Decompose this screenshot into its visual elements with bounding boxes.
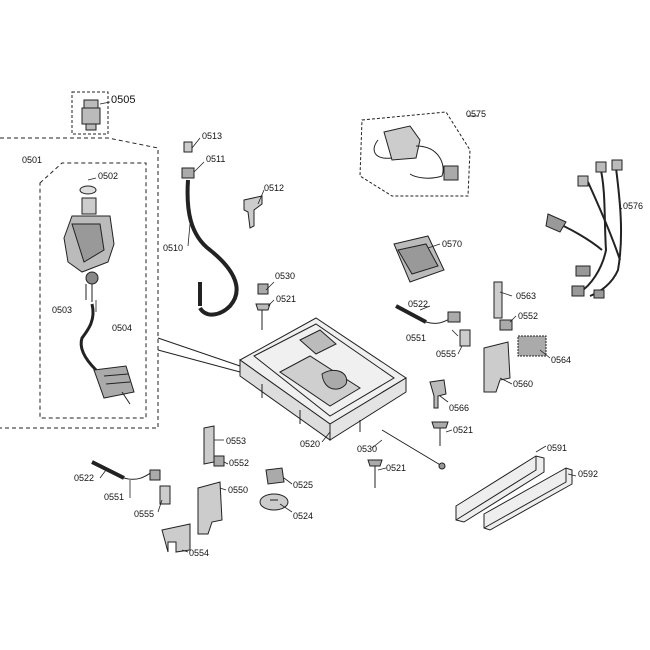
label-part-0551-right[interactable]: 0551 <box>406 333 427 343</box>
part-0502-inlet-valve[interactable] <box>63 185 115 302</box>
part-0504-hose[interactable] <box>79 303 135 405</box>
label-part-0566[interactable]: 0566 <box>449 403 470 413</box>
label-part-0576[interactable]: 0576 <box>623 201 644 211</box>
label-part-0501[interactable]: 0501 <box>22 155 43 165</box>
part-0524-disc[interactable] <box>259 493 289 511</box>
group-0501-outline <box>0 137 159 429</box>
part-0550-hinge-plate[interactable] <box>197 481 223 535</box>
group-0502-outline <box>39 162 147 419</box>
part-0552-clip-left[interactable] <box>213 455 225 467</box>
label-part-0511[interactable]: 0511 <box>206 154 226 164</box>
part-0576-wiring-harness[interactable] <box>545 159 623 299</box>
part-0525-clamp[interactable] <box>265 467 285 485</box>
part-0560-hinge-plate[interactable] <box>483 341 511 393</box>
label-part-0553[interactable]: 0553 <box>226 436 247 446</box>
label-part-0512[interactable]: 0512 <box>264 183 285 193</box>
part-0592-kickplate[interactable] <box>483 467 573 531</box>
label-part-0551-left[interactable]: 0551 <box>104 492 125 502</box>
label-part-0555-left[interactable]: 0555 <box>134 509 155 519</box>
label-part-0502[interactable]: 0502 <box>98 171 119 181</box>
label-part-0592[interactable]: 0592 <box>578 469 599 479</box>
leader-0501-to-base <box>157 337 241 373</box>
label-part-0554[interactable]: 0554 <box>189 548 210 558</box>
label-part-0591[interactable]: 0591 <box>547 443 568 453</box>
part-0512-bracket[interactable] <box>243 195 263 229</box>
label-part-0522-left[interactable]: 0522 <box>74 473 95 483</box>
part-0555-bracket-left[interactable] <box>159 485 171 505</box>
label-part-0525[interactable]: 0525 <box>293 480 314 490</box>
part-0521-screw-lower[interactable] <box>367 459 383 488</box>
label-part-0505[interactable]: 0505 <box>111 94 136 106</box>
part-0505-valve[interactable] <box>71 91 109 135</box>
part-0575-heater-assembly[interactable] <box>359 111 471 197</box>
label-part-0552-right[interactable]: 0552 <box>518 311 539 321</box>
label-part-0552-left[interactable]: 0552 <box>229 458 250 468</box>
part-0555-bracket[interactable] <box>459 329 471 347</box>
part-0520-base-tub[interactable] <box>239 317 407 441</box>
part-0563-hinge[interactable] <box>493 281 503 319</box>
label-part-0550[interactable]: 0550 <box>228 485 249 495</box>
part-0566-foot[interactable] <box>429 379 447 409</box>
label-part-0524[interactable]: 0524 <box>293 511 314 521</box>
label-part-0555-right[interactable]: 0555 <box>436 349 457 359</box>
part-0521-screw-right[interactable] <box>431 421 449 446</box>
part-0530-cap[interactable] <box>257 283 269 295</box>
part-0530-cable[interactable] <box>381 429 446 470</box>
label-part-0521-top[interactable]: 0521 <box>276 294 297 304</box>
label-part-0530-lower[interactable]: 0530 <box>357 444 378 454</box>
label-part-0510[interactable]: 0510 <box>163 243 184 253</box>
label-part-0521-right[interactable]: 0521 <box>453 425 474 435</box>
label-part-0503[interactable]: 0503 <box>52 305 73 315</box>
label-part-0513[interactable]: 0513 <box>202 131 223 141</box>
part-0522-heating-element-left[interactable] <box>91 460 161 481</box>
label-part-0564[interactable]: 0564 <box>551 355 572 365</box>
part-0521-screw[interactable] <box>255 303 271 330</box>
label-part-0563[interactable]: 0563 <box>516 291 537 301</box>
label-part-0530-top[interactable]: 0530 <box>275 271 296 281</box>
part-0553-hinge[interactable] <box>203 425 215 465</box>
part-0522-heating-element[interactable] <box>395 304 461 324</box>
label-part-0570[interactable]: 0570 <box>442 239 463 249</box>
part-0510-drain-hose[interactable] <box>181 141 239 317</box>
part-0564-spring[interactable] <box>517 335 547 357</box>
part-0554-bracket[interactable] <box>161 523 191 553</box>
label-part-0560[interactable]: 0560 <box>513 379 534 389</box>
leader-lines <box>87 101 623 553</box>
label-part-0521-lower[interactable]: 0521 <box>386 463 407 473</box>
label-part-0522-right[interactable]: 0522 <box>408 299 429 309</box>
part-0552-clip[interactable] <box>499 319 513 331</box>
part-0591-kickplate[interactable] <box>455 455 545 523</box>
part-0570-control-module[interactable] <box>393 235 445 283</box>
label-part-0575[interactable]: 0575 <box>466 109 487 119</box>
label-part-0504[interactable]: 0504 <box>112 323 133 333</box>
label-part-0520[interactable]: 0520 <box>300 439 321 449</box>
